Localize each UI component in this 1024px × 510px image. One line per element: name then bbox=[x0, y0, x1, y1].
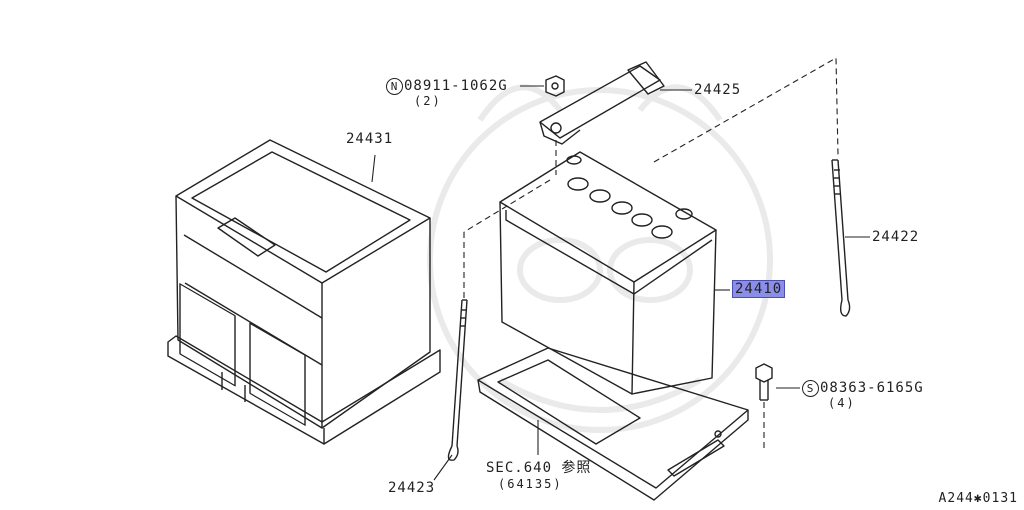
battery-box bbox=[167, 139, 441, 445]
hold-down-rod-right bbox=[831, 159, 851, 317]
section-reference-sub: (64135) bbox=[498, 477, 563, 491]
bolt bbox=[755, 363, 773, 401]
part-label-24423[interactable]: 24423 bbox=[388, 480, 436, 496]
flange-nut bbox=[545, 75, 565, 97]
nut-qty: (2) bbox=[414, 94, 442, 108]
bolt-code: 08363-6165G bbox=[820, 380, 924, 396]
watermark-logo bbox=[427, 84, 773, 433]
section-reference[interactable]: SEC.640 参照 bbox=[486, 460, 592, 476]
part-label-24431[interactable]: 24431 bbox=[346, 131, 394, 147]
part-label-24425[interactable]: 24425 bbox=[694, 82, 742, 98]
battery-tray bbox=[477, 347, 749, 501]
bolt-qty: (4) bbox=[828, 396, 856, 410]
hold-down-bracket bbox=[539, 61, 665, 145]
leader-lines bbox=[371, 85, 870, 481]
nut-symbol-icon: N bbox=[386, 78, 403, 95]
nut-code: 08911-1062G bbox=[404, 78, 508, 94]
bolt-symbol-icon: S bbox=[802, 380, 819, 397]
battery bbox=[499, 151, 717, 395]
diagram-reference: A244✱0131 bbox=[938, 491, 1018, 506]
part-label-24422[interactable]: 24422 bbox=[872, 229, 920, 245]
part-label-24410-highlight: 24410 bbox=[732, 280, 786, 298]
assembly-lines bbox=[463, 57, 839, 452]
part-label-24410[interactable]: 24410 bbox=[732, 280, 786, 298]
hold-down-rod-left bbox=[447, 299, 468, 461]
